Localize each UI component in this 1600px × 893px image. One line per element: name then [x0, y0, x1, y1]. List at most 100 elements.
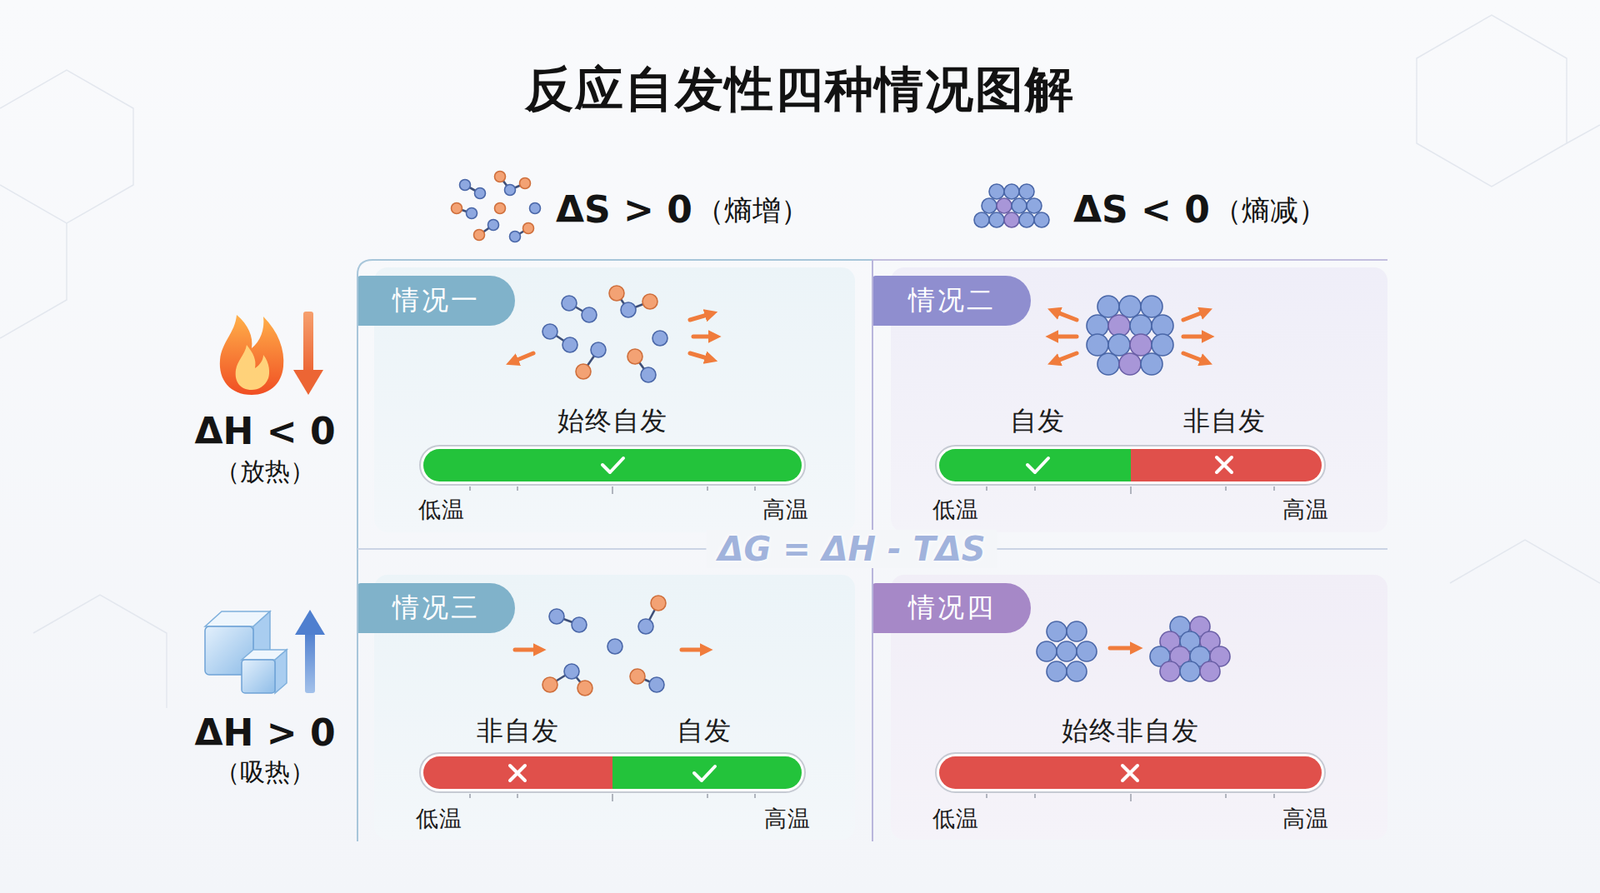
- temperature-bar: [420, 445, 805, 485]
- molecule-cluster-illustration: [1140, 295, 1163, 318]
- case-panel: 自发非自发低温高温情况二: [890, 267, 1388, 533]
- entropy-increase-icon: [500, 176, 510, 190]
- enthalpy-condition: ΔH > 0: [195, 711, 336, 755]
- up-arrow: [305, 631, 315, 694]
- molecule-illustration: [515, 648, 539, 653]
- down-arrow: [303, 311, 314, 374]
- entropy-increase-icon: [530, 203, 541, 215]
- entropy-increase-icon: [510, 231, 521, 243]
- molecule-cluster-illustration: [1036, 641, 1057, 662]
- temperature-bar: [423, 756, 802, 790]
- case-panel: 始终自发低温 高温 情况一: [374, 267, 855, 533]
- ice-icon: [241, 650, 287, 660]
- flame-icon: [235, 345, 270, 390]
- case-tag: 情况三: [357, 583, 515, 634]
- entropy-decrease-icon: [1004, 212, 1020, 228]
- temperature-label: 低温: [415, 804, 463, 835]
- up-arrow: [295, 610, 325, 694]
- temperature-bar: [420, 445, 805, 495]
- case-panel: 非自发自发低温高温情况三: [374, 575, 855, 840]
- molecule-cluster-illustration: [1108, 315, 1130, 337]
- entropy-increase-icon: [488, 220, 500, 231]
- temperature-bar: [423, 756, 613, 790]
- status-text: 始终非自发: [1061, 713, 1200, 750]
- entropy-increase-icon: [475, 188, 486, 200]
- molecule-illustration: [690, 314, 710, 320]
- temperature-label: 低温: [418, 495, 465, 525]
- down-arrow: [293, 370, 324, 395]
- molecule-illustration: [607, 639, 623, 655]
- case-label: 情况一: [392, 282, 480, 320]
- temperature-label: 高温: [762, 495, 810, 525]
- molecule-illustration: [542, 324, 558, 340]
- down-arrow: [293, 311, 324, 395]
- entropy-increase-icon: [479, 225, 494, 235]
- molecule-cluster-illustration: [1180, 631, 1200, 652]
- background-pattern: [0, 223, 67, 339]
- case-label: 情况四: [908, 590, 996, 627]
- temperature-bar: [602, 458, 624, 473]
- grid-frame: [872, 259, 1388, 261]
- molecule-illustration: [645, 603, 659, 627]
- molecule-illustration: [640, 367, 656, 383]
- molecule-cluster-illustration: [1110, 646, 1135, 651]
- molecule-cluster-illustration: [1151, 315, 1174, 337]
- molecule-illustration: [693, 335, 714, 340]
- molecule-cluster-illustration: [1046, 661, 1067, 682]
- entropy-increase-icon: [510, 183, 525, 190]
- molecule-illustration: [637, 676, 657, 685]
- status-text: 自发: [1010, 403, 1065, 440]
- molecule-cluster-illustration: [1183, 353, 1205, 362]
- molecule-illustration: [581, 307, 597, 323]
- enthalpy-note: （吸热）: [215, 755, 315, 790]
- molecule-cluster-illustration: [1150, 646, 1170, 667]
- molecule-illustration: [571, 617, 587, 633]
- molecule-cluster-illustration: [1200, 661, 1220, 682]
- temperature-label: 低温: [932, 804, 980, 835]
- molecule-illustration: [630, 669, 645, 685]
- molecule-illustration: [616, 293, 629, 310]
- temperature-label: 低温: [932, 495, 980, 525]
- case-tag: 情况四: [872, 583, 1031, 634]
- molecule-cluster-illustration: [1076, 641, 1097, 662]
- entropy-note: （熵减）: [1213, 191, 1327, 230]
- temperature-bar: [470, 486, 755, 495]
- entropy-decrease-icon: [1019, 212, 1035, 228]
- entropy-decrease-icon: [981, 198, 997, 214]
- temperature-label: 高温: [1282, 804, 1330, 835]
- molecule-illustration: [515, 595, 705, 696]
- background-pattern: [0, 15, 1600, 709]
- temperature-label: 高温: [1282, 495, 1330, 525]
- ice-icon: [275, 650, 287, 694]
- entropy-decrease-icon: [996, 198, 1012, 214]
- temperature-bar: [420, 753, 805, 802]
- molecule-cluster-illustration: [1190, 616, 1210, 637]
- molecule-cluster-illustration: [1055, 311, 1077, 320]
- entropy-decrease-icon: [1011, 198, 1027, 214]
- molecule-cluster-illustration: [1108, 334, 1130, 356]
- temperature-bar: [612, 756, 802, 790]
- ice-icon: [205, 611, 287, 694]
- temperature-bar: [423, 449, 802, 482]
- molecule-illustration: [635, 356, 649, 375]
- status-text: 非自发: [476, 713, 560, 750]
- temperature-bar: [935, 753, 1325, 802]
- molecule-cluster-illustration: [1183, 335, 1207, 340]
- molecule-cluster-illustration: [1180, 661, 1200, 682]
- molecule-cluster-illustration: [1130, 334, 1152, 356]
- entropy-condition: ΔS > 0: [555, 188, 693, 231]
- background-pattern: [1416, 15, 1567, 187]
- molecule-cluster-illustration: [1036, 616, 1230, 682]
- temperature-bar: [1122, 765, 1138, 781]
- molecule-cluster-illustration: [1160, 661, 1180, 682]
- molecule-cluster-illustration: [1053, 295, 1207, 375]
- entropy-condition: ΔS < 0: [1073, 188, 1210, 231]
- status-text: 始终自发: [557, 403, 668, 440]
- molecule-illustration: [542, 677, 558, 693]
- molecule-cluster-illustration: [1055, 353, 1077, 362]
- molecule-cluster-illustration: [1086, 315, 1109, 337]
- molecule-cluster-illustration: [1190, 646, 1210, 667]
- molecule-cluster-illustration: [1066, 661, 1087, 682]
- entropy-decrease-icon: [1004, 184, 1020, 200]
- molecule-illustration: [590, 342, 606, 358]
